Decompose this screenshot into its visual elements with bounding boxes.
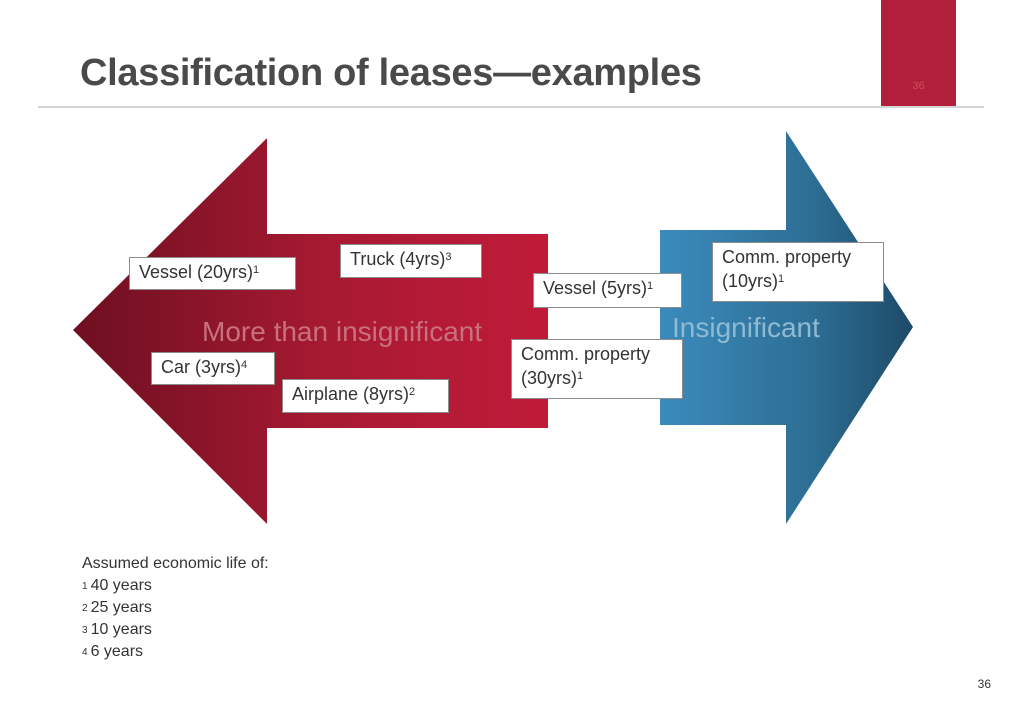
footnote-marker: 4 [82, 647, 88, 658]
box-footnote-ref: 1 [647, 280, 654, 292]
lease-box-car-3yrs: Car (3yrs)4 [151, 352, 275, 385]
box-text-line1: Comm. property [521, 344, 651, 364]
box-footnote-ref: 1 [778, 273, 785, 285]
lease-box-airplane-8yrs: Airplane (8yrs)2 [282, 379, 449, 413]
title-divider [38, 106, 984, 108]
footnote-marker: 3 [82, 625, 88, 636]
footnote-text: 6 years [90, 643, 144, 660]
box-text: Vessel (5yrs) [543, 278, 648, 298]
right-arrow-shape [660, 131, 913, 524]
right-arrow-label: Insignificant [672, 312, 820, 343]
lease-box-truck-4yrs: Truck (4yrs)3 [340, 244, 482, 278]
footnote-marker: 1 [82, 581, 88, 592]
box-text: Truck (4yrs) [350, 249, 446, 269]
tab-number: 36 [912, 80, 925, 92]
box-footnote-ref: 2 [409, 386, 416, 398]
lease-box-comm-property-30yrs: Comm. property (30yrs)1 [511, 339, 683, 399]
box-footnote-ref: 1 [253, 264, 260, 276]
box-text: Car (3yrs) [161, 357, 241, 377]
left-arrow-label: More than insignificant [202, 316, 483, 347]
box-text-line2: (10yrs) [722, 271, 779, 291]
slide-title: Classification of leases—examples [80, 52, 702, 94]
footnote-text: 25 years [90, 599, 152, 616]
left-arrow-shape [73, 138, 548, 524]
box-footnote-ref: 1 [577, 370, 584, 382]
footnote-marker: 2 [82, 603, 88, 614]
footnote-text: 40 years [90, 577, 152, 594]
box-text-line1: Comm. property [722, 247, 852, 267]
box-text-line2: (30yrs) [521, 368, 578, 388]
lease-box-vessel-5yrs: Vessel (5yrs)1 [533, 273, 682, 308]
footnote-text: 10 years [90, 621, 152, 638]
lease-box-vessel-20yrs: Vessel (20yrs)1 [129, 257, 296, 290]
section-tab: 36 [881, 0, 956, 107]
lease-box-comm-property-10yrs: Comm. property (10yrs)1 [712, 242, 884, 302]
box-footnote-ref: 4 [241, 359, 248, 371]
box-text: Vessel (20yrs) [139, 262, 254, 282]
box-text: Airplane (8yrs) [292, 384, 410, 404]
footnotes-heading: Assumed economic life of: [82, 555, 269, 572]
page-number: 36 [977, 677, 991, 691]
box-footnote-ref: 3 [445, 251, 452, 263]
